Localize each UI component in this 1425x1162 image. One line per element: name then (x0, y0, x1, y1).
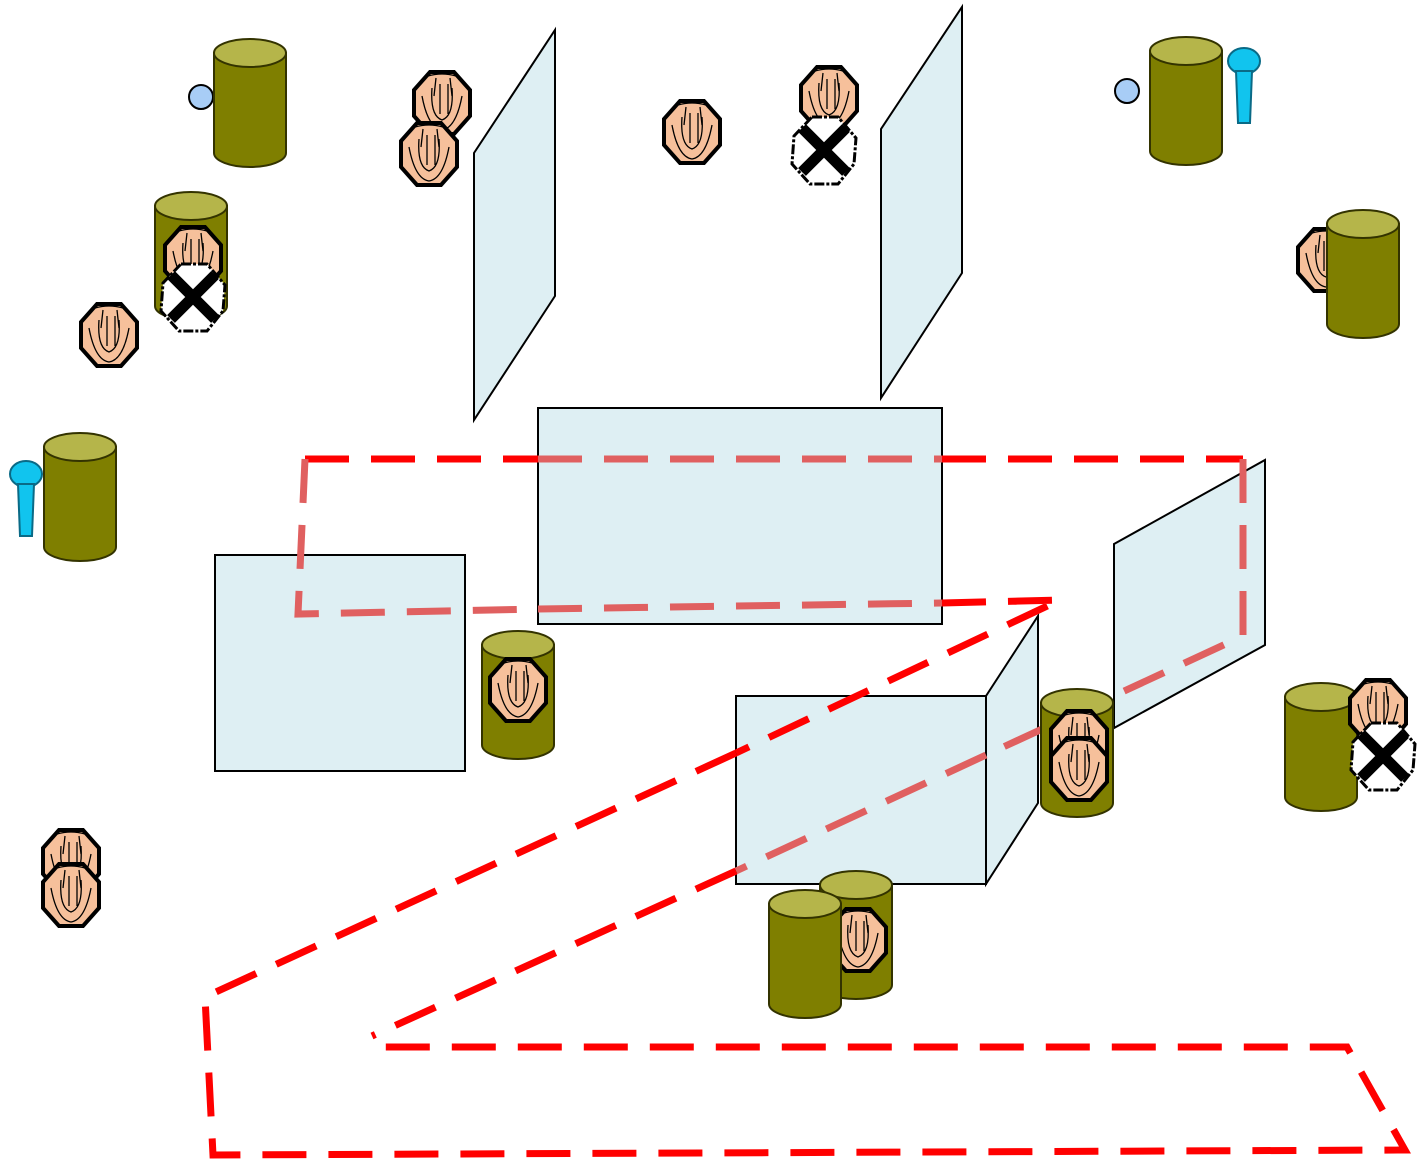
paper-target (662, 99, 722, 165)
blue-marker-top-left (188, 84, 214, 110)
glass-panel-right-slant (1113, 458, 1266, 730)
barrel-far-left (43, 432, 117, 562)
barrel-far-right (1284, 682, 1358, 812)
barrel-right-edge (1326, 209, 1400, 339)
blue-marker-top-right (1114, 78, 1140, 104)
glass-panel-upper-left (473, 26, 556, 424)
cyan-beacon-left (9, 460, 43, 537)
neutralized-target-x-icon (1351, 723, 1415, 790)
route-segment-left-inner (294, 458, 539, 618)
barrel-top-right (1149, 36, 1223, 166)
paper-target (79, 302, 139, 368)
paper-target (399, 121, 459, 187)
route-segment-inner-diagonal (370, 867, 738, 1040)
route-segment-middle-behind (537, 599, 943, 613)
paper-target (1049, 736, 1109, 802)
paper-target (41, 862, 101, 928)
neutralized-target-x-icon (161, 264, 225, 331)
route-segment-outer-left (201, 749, 1411, 1159)
cyan-beacon-top-right (1227, 47, 1261, 124)
glass-panel-upper-right (880, 3, 963, 402)
route-segment-middle-right (734, 596, 1062, 757)
neutralized-target-x-icon (792, 117, 856, 184)
glass-panel-center (537, 407, 943, 625)
glass-panel-lower-side (985, 612, 1039, 888)
barrel-top-left (213, 38, 287, 168)
paper-target (488, 657, 548, 723)
glass-panel-left (214, 554, 466, 772)
route-segment-inner-diagonal-behind (734, 751, 988, 875)
barrel-bottom-front (768, 889, 842, 1019)
